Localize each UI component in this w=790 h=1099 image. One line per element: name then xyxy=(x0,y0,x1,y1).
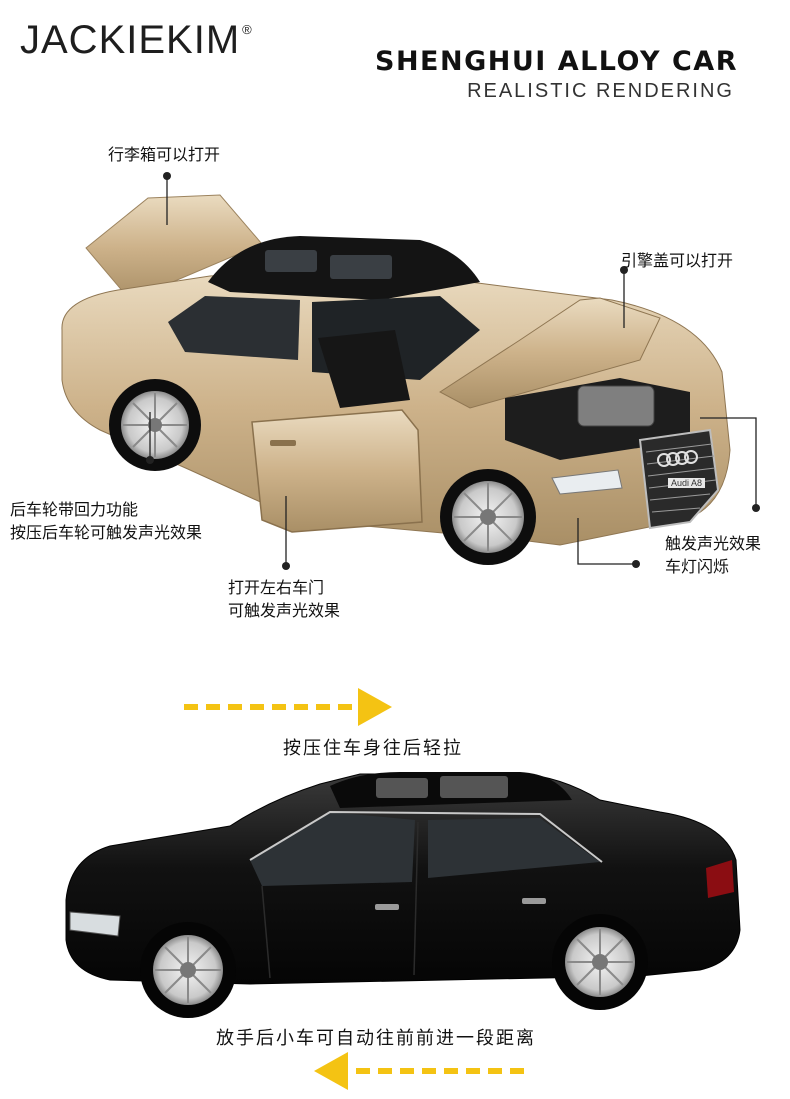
black-sunroof-front xyxy=(376,778,428,798)
front-headlight xyxy=(551,469,623,495)
label-trunk: 行李箱可以打开 xyxy=(108,145,221,164)
arrow-right-icon xyxy=(184,688,392,726)
engine-cover xyxy=(577,385,655,427)
brand-name: JACKIEKIM xyxy=(20,18,241,62)
label-hood: 引擎盖可以打开 xyxy=(621,251,734,270)
black-sunroof-rear xyxy=(440,776,508,798)
black-front-wheel xyxy=(140,922,236,1018)
door-handle xyxy=(270,440,296,446)
label-rear-wheel-line2: 按压后车轮可触发声光效果 xyxy=(10,523,203,542)
label-rear-wheel-line1: 后车轮带回力功能 xyxy=(10,500,139,519)
sunroof-rear xyxy=(330,255,392,279)
tail-light xyxy=(706,860,734,898)
product-title: SHENGHUI ALLOY CAR xyxy=(375,46,738,77)
black-door-handle-front xyxy=(375,904,399,910)
black-headlight xyxy=(69,911,121,937)
caption-release: 放手后小车可自动往前前进一段距离 xyxy=(216,1028,536,1049)
gold-front-wheel xyxy=(440,469,536,565)
label-lights-line2: 车灯闪烁 xyxy=(665,557,730,576)
registered-mark: ® xyxy=(242,22,253,37)
caption-pull-back: 按压住车身往后轻拉 xyxy=(283,738,463,759)
license-plate: Audi A8 xyxy=(668,478,706,488)
open-door xyxy=(251,409,423,533)
label-doors-line2: 可触发声光效果 xyxy=(228,601,341,620)
black-car-illustration xyxy=(65,772,741,1018)
label-rear-wheel: 后车轮带回力功能 按压后车轮可触发声光效果 xyxy=(10,498,202,544)
sunroof-front xyxy=(265,250,317,272)
label-lights: 触发声光效果 车灯闪烁 xyxy=(665,532,761,578)
arrow-left-icon xyxy=(314,1052,524,1090)
gold-car-illustration xyxy=(61,194,731,565)
brand-logo: JACKIEKIM® xyxy=(20,18,253,63)
label-doors-line1: 打开左右车门 xyxy=(228,578,325,597)
callout-lines xyxy=(149,176,757,566)
gold-rear-wheel xyxy=(109,379,201,471)
black-door-handle-rear xyxy=(522,898,546,904)
label-lights-line1: 触发声光效果 xyxy=(665,534,762,553)
product-subtitle: REALISTIC RENDERING xyxy=(467,80,734,102)
callout-dots xyxy=(146,172,760,570)
black-rear-wheel xyxy=(552,914,648,1010)
label-doors: 打开左右车门 可触发声光效果 xyxy=(228,576,340,622)
rings-logo xyxy=(657,450,698,467)
